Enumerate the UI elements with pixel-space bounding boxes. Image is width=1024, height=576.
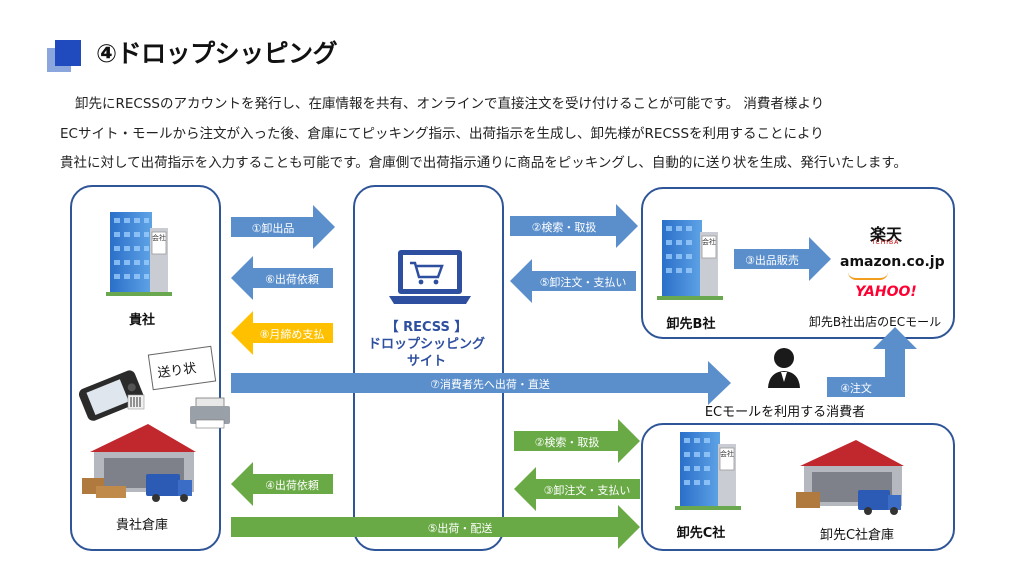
b-mall-label: 卸先B社出店のECモール xyxy=(808,315,942,329)
consumer-person-icon xyxy=(768,348,800,388)
arrow-a1-label: ①卸出品 xyxy=(251,222,295,235)
rakuten-sub-logo: ICHIBA xyxy=(872,239,900,246)
arrow-c4-label: ④出荷依頼 xyxy=(265,479,319,492)
recss-title-1: 【 RECSS 】 xyxy=(385,320,468,335)
consumer-label: ECモールを利用する消費者 xyxy=(704,405,866,420)
arrow-a6-label: ⑥出荷依頼 xyxy=(265,273,319,286)
company-sign: 会社 xyxy=(152,234,166,242)
b-company-building-icon xyxy=(657,220,723,300)
arrow-c5-label: ⑤出荷・配送 xyxy=(427,522,493,535)
rakuten-logo: 楽天 xyxy=(869,225,902,244)
arrow-b4 xyxy=(827,327,917,397)
company-building-icon xyxy=(106,212,172,296)
c-company-sign: 会社 xyxy=(720,450,734,458)
yahoo-logo: YAHOO! xyxy=(855,284,917,300)
recss-panel xyxy=(353,185,504,551)
recss-title-3: サイト xyxy=(406,354,446,369)
description-line-3: 貴社に対して出荷指示を入力することも可能です。倉庫側で出荷指示通りに商品をピッキ… xyxy=(60,155,907,171)
c-warehouse-label: 卸先C社倉庫 xyxy=(819,528,895,543)
arrow-b3-label: ③出品販売 xyxy=(745,254,799,267)
arrow-a7 xyxy=(231,361,731,405)
arrow-b3 xyxy=(734,237,831,281)
arrow-c2 xyxy=(514,419,640,463)
recss-title-2: ドロップシッピング xyxy=(367,337,485,352)
arrow-b5-label: ⑤卸注文・支払い xyxy=(539,276,627,289)
laptop-cart-icon xyxy=(389,250,471,304)
warehouse-icon xyxy=(82,424,196,502)
slip-label: 送り状 xyxy=(156,361,198,382)
page-title: ④ドロップシッピング xyxy=(96,39,338,68)
arrow-a6 xyxy=(231,256,333,300)
c-company-building-icon xyxy=(675,432,741,510)
arrow-c3-label: ③卸注文・支払い xyxy=(543,484,631,497)
c-company-label: 卸先C社 xyxy=(676,526,726,541)
arrow-b2 xyxy=(510,204,638,248)
arrow-a7-label: ⑦消費者先へ出荷・直送 xyxy=(430,378,550,391)
description-line-1: 卸先にRECSSのアカウントを発行し、在庫情報を共有、オンラインで直接注文を受け… xyxy=(75,96,825,112)
b-company-label: 卸先B社 xyxy=(666,317,716,332)
b-company-sign: 会社 xyxy=(702,238,716,246)
arrow-a1 xyxy=(231,205,335,249)
printer-icon xyxy=(190,397,230,429)
c-warehouse-icon xyxy=(796,440,904,515)
arrow-b2-label: ②検索・取扱 xyxy=(531,221,597,234)
amazon-logo: amazon.co.jp xyxy=(840,254,945,270)
arrow-b4-label: ④注文 xyxy=(840,382,872,395)
title-marker xyxy=(47,40,83,74)
arrow-b5 xyxy=(510,259,636,303)
arrow-c3 xyxy=(514,467,640,511)
arrow-c5 xyxy=(231,505,640,549)
amazon-smile-icon xyxy=(848,272,888,280)
description-line-2: ECサイト・モールから注文が入った後、倉庫にてピッキング指示、出荷指示を生成し、… xyxy=(60,126,824,142)
arrow-c2-label: ②検索・取扱 xyxy=(534,436,600,449)
arrow-c4 xyxy=(231,462,333,506)
arrow-a8-label: ⑧月締め支払 xyxy=(259,328,325,341)
handheld-scanner-icon xyxy=(78,370,145,421)
arrow-a8 xyxy=(231,311,333,355)
warehouse-label: 貴社倉庫 xyxy=(115,518,168,533)
company-label: 貴社 xyxy=(128,313,155,328)
